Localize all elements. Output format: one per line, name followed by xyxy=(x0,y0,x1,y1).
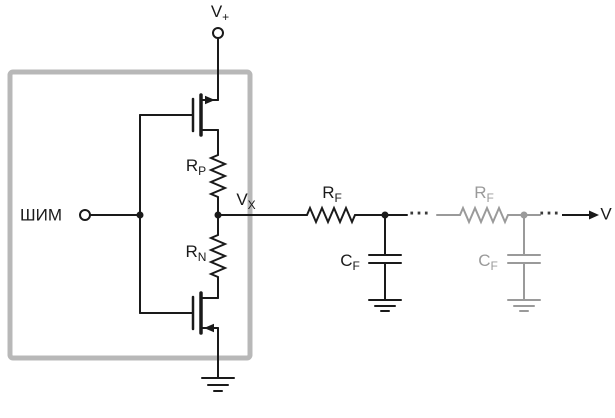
label-rp: RP xyxy=(185,155,207,179)
ellipsis-stage-1: ... xyxy=(409,198,431,220)
resistor-rn xyxy=(208,227,228,283)
label-rf1: RF xyxy=(322,182,342,206)
pmos-transistor xyxy=(139,93,219,137)
ground-symbol-main xyxy=(201,377,235,392)
label-cf2: CF xyxy=(478,250,498,274)
repeated-filter-stage xyxy=(436,205,541,312)
output-arrow xyxy=(562,210,599,220)
capacitor-cf1 xyxy=(368,214,402,301)
ground-symbol-cf2 xyxy=(507,299,541,312)
label-rf2: RF xyxy=(474,182,494,206)
label-pwm-input: ШИМ xyxy=(20,205,62,225)
arrow-head xyxy=(589,210,599,220)
vplus-terminal xyxy=(212,27,224,39)
capacitor-cf2 xyxy=(507,214,541,301)
label-vx: VX xyxy=(236,189,256,213)
label-cf1: CF xyxy=(340,250,360,274)
ground-symbol-cf1 xyxy=(368,299,402,312)
node-rc1 xyxy=(381,211,389,219)
pmos-arrow xyxy=(205,95,215,105)
node-rc2 xyxy=(520,211,528,219)
label-rn: RN xyxy=(185,241,207,265)
node-vx xyxy=(214,211,222,219)
pwm-terminal xyxy=(79,209,91,221)
label-vplus: V+ xyxy=(210,1,230,25)
main-circuit xyxy=(79,27,408,392)
nmos-arrow xyxy=(204,323,214,333)
node-gate-junction xyxy=(136,211,144,219)
label-output: V xyxy=(600,204,612,224)
resistor-rp xyxy=(208,147,228,203)
nmos-transistor xyxy=(139,291,219,335)
resistor-rf2 xyxy=(452,205,516,225)
ellipsis-stage-2: ... xyxy=(539,198,561,220)
resistor-rf1 xyxy=(299,205,363,225)
